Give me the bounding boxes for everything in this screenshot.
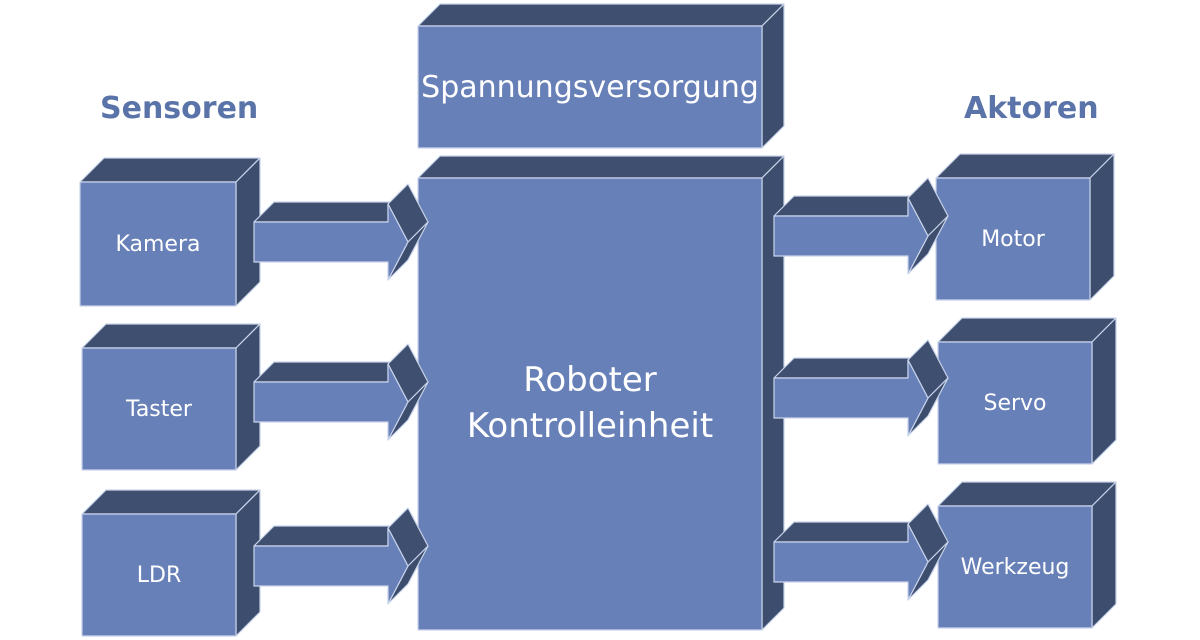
power-supply-block xyxy=(417,3,785,149)
actuator-servo-block xyxy=(937,317,1117,465)
arrow-controller-to-servo xyxy=(773,339,949,437)
actuator-servo-block-side xyxy=(1091,317,1117,465)
arrow-kamera-to-controller xyxy=(253,183,429,281)
arrow-kamera-to-controller-shaft-top xyxy=(253,201,409,223)
power-supply-block-top xyxy=(417,3,785,27)
sensor-ldr-block-front xyxy=(81,513,237,637)
sensor-kamera-block-top xyxy=(79,157,261,183)
sensor-ldr-block xyxy=(81,489,261,637)
actuator-werkzeug-block-front xyxy=(937,505,1093,629)
arrow-ldr-to-controller-front xyxy=(253,527,409,605)
power-supply-block-side xyxy=(761,3,785,149)
actuator-werkzeug-block-side xyxy=(1091,481,1117,629)
arrow-controller-to-servo-shaft-top xyxy=(773,357,929,379)
arrow-taster-to-controller xyxy=(253,343,429,441)
actuator-werkzeug-block xyxy=(937,481,1117,629)
controller-block-top xyxy=(417,155,785,179)
actuator-motor-block xyxy=(935,153,1115,301)
arrow-controller-to-motor xyxy=(773,177,949,275)
arrow-ldr-to-controller xyxy=(253,507,429,605)
arrow-ldr-to-controller-shaft-top xyxy=(253,525,409,547)
actuator-servo-block-top xyxy=(937,317,1117,343)
power-supply-block-front xyxy=(417,25,763,149)
arrow-controller-to-werkzeug-front xyxy=(773,523,929,601)
sensor-taster-block xyxy=(81,323,261,471)
arrow-taster-to-controller-shaft-top xyxy=(253,361,409,383)
arrow-controller-to-werkzeug-shaft-top xyxy=(773,521,929,543)
controller-block xyxy=(417,155,785,631)
arrow-controller-to-servo-front xyxy=(773,359,929,437)
sensor-ldr-block-top xyxy=(81,489,261,515)
actuator-motor-block-top xyxy=(935,153,1115,179)
sensors-heading: Sensoren xyxy=(100,91,259,126)
actuator-werkzeug-block-top xyxy=(937,481,1117,507)
sensor-kamera-block-front xyxy=(79,181,237,307)
arrow-controller-to-motor-front xyxy=(773,197,929,275)
actuator-motor-block-front xyxy=(935,177,1091,301)
actuators-heading: Aktoren xyxy=(964,91,1099,126)
arrow-controller-to-motor-shaft-top xyxy=(773,195,929,217)
sensor-kamera-block xyxy=(79,157,261,307)
arrow-taster-to-controller-front xyxy=(253,363,409,441)
arrow-kamera-to-controller-front xyxy=(253,203,409,281)
sensor-taster-block-front xyxy=(81,347,237,471)
actuator-motor-block-side xyxy=(1089,153,1115,301)
sensor-taster-block-top xyxy=(81,323,261,349)
controller-block-front xyxy=(417,177,763,631)
arrow-controller-to-werkzeug xyxy=(773,503,949,601)
actuator-servo-block-front xyxy=(937,341,1093,465)
